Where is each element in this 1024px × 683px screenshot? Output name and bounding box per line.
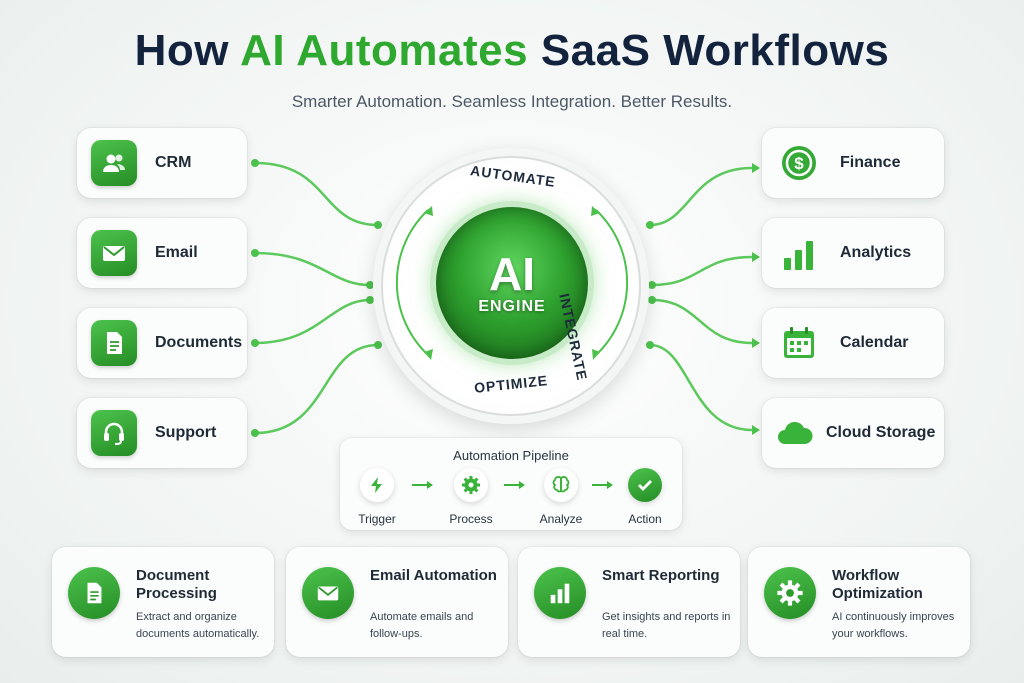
feature-description: Get insights and reports in real time. [602, 611, 731, 640]
target-label: Cloud Storage [826, 424, 936, 441]
engine-subtitle: ENGINE [478, 298, 546, 315]
feature-card-smart-reporting: Smart Reporting Get insights and reports… [518, 547, 740, 657]
ai-engine-core: AI ENGINE [436, 207, 588, 359]
feature-description: Automate emails and follow-ups. [370, 611, 474, 640]
page-subtitle: Smarter Automation. Seamless Integration… [291, 92, 733, 111]
source-label: CRM [155, 154, 192, 171]
engine-title: AI [489, 248, 535, 300]
source-card-documents: Documents [77, 308, 247, 378]
target-label: Calendar [840, 334, 909, 351]
feature-title: Email Automation [370, 567, 497, 584]
users-icon [91, 140, 137, 186]
automation-pipeline: Automation Pipeline Trigger Process Anal… [340, 438, 682, 530]
feature-card-document-processing: Document Processing Extract and organize… [52, 547, 274, 657]
target-label: Analytics [840, 244, 912, 261]
feature-card-email-automation: Email Automation Automate emails and fol… [286, 547, 508, 657]
title-accent: AI Automates [240, 26, 529, 75]
bar-chart-icon [534, 567, 586, 619]
target-card-analytics: Analytics [762, 218, 944, 288]
feature-description: Extract and organize documents automatic… [136, 611, 260, 640]
source-label: Email [155, 244, 198, 261]
source-label: Support [155, 424, 217, 441]
pipeline-step-action: Action [610, 468, 680, 526]
feature-title: Workflow Optimization [832, 567, 923, 602]
feature-card-workflow-optimization: Workflow Optimization AI continuously im… [748, 547, 970, 657]
source-card-email: Email [77, 218, 247, 288]
feature-title: Document Processing [136, 567, 217, 602]
source-card-support: Support [77, 398, 247, 468]
target-card-cloud-storage: Cloud Storage [762, 398, 944, 468]
gear-icon [764, 567, 816, 619]
calendar-icon [776, 320, 822, 366]
step-label: Trigger [358, 512, 396, 526]
page-title: How AI Automates SaaS Workflows [0, 26, 1024, 76]
check-icon [628, 468, 662, 502]
svg-text:$: $ [794, 154, 804, 173]
lightning-icon [360, 468, 394, 502]
title-suffix: SaaS Workflows [540, 26, 890, 75]
feature-title: Smart Reporting [602, 567, 720, 584]
step-label: Analyze [539, 512, 583, 526]
headset-icon [91, 410, 137, 456]
pipeline-title: Automation Pipeline [453, 448, 569, 463]
target-card-calendar: Calendar [762, 308, 944, 378]
pipeline-step-process: Process [436, 468, 506, 526]
source-card-crm: CRM [77, 128, 247, 198]
target-label: Finance [840, 154, 901, 171]
step-label: Process [449, 512, 493, 526]
arrow-right-icon [502, 478, 526, 496]
pipeline-step-analyze: Analyze [526, 468, 596, 526]
arrow-right-icon [410, 478, 434, 496]
brain-icon [544, 468, 578, 502]
gear-icon [454, 468, 488, 502]
mail-icon [302, 567, 354, 619]
cloud-icon [772, 410, 818, 456]
mail-icon [91, 230, 137, 276]
dollar-icon: $ [776, 140, 822, 186]
document-icon [68, 567, 120, 619]
pipeline-step-trigger: Trigger [342, 468, 412, 526]
source-label: Documents [155, 334, 243, 351]
document-icon [91, 320, 137, 366]
feature-description: AI continuously improves your workflows. [832, 611, 955, 640]
title-prefix: How [134, 26, 230, 75]
step-label: Action [628, 512, 662, 526]
arrow-right-icon [590, 478, 614, 496]
target-card-finance: $ Finance [762, 128, 944, 198]
bar-chart-icon [776, 230, 822, 276]
